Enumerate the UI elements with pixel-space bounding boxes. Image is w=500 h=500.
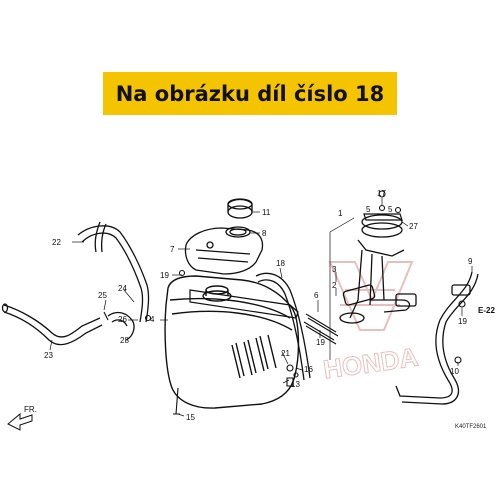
- callout-27: 27: [409, 222, 418, 231]
- front-arrow: FR.: [7, 405, 37, 431]
- callout-1: 1: [338, 209, 343, 218]
- callout-5-right: 5: [388, 205, 393, 214]
- hose-22: [77, 221, 150, 323]
- callout-2: 2: [332, 281, 337, 290]
- packing-6: [303, 313, 339, 345]
- leader-lines: [49, 198, 473, 417]
- callout-24: 24: [118, 284, 127, 293]
- front-arrow-label: FR.: [24, 405, 37, 414]
- callout-7: 7: [170, 245, 175, 254]
- banner-text: Na obrázku díl číslo 18: [115, 81, 385, 106]
- pump-bracket: [363, 213, 403, 221]
- callout-25: 25: [98, 291, 107, 300]
- callout-15: 15: [186, 413, 195, 422]
- callout-28: 28: [120, 336, 129, 345]
- callout-11: 11: [262, 208, 271, 217]
- callout-10: 10: [450, 367, 459, 376]
- fuel-tank: [164, 275, 300, 409]
- callout-21: 21: [281, 349, 290, 358]
- callout-19-left: 19: [160, 271, 169, 280]
- callout-23: 23: [44, 351, 53, 360]
- tube-18: [255, 272, 311, 381]
- honda-watermark-text: HONDA: [321, 342, 420, 385]
- callout-4: 4: [150, 315, 155, 324]
- ref-e22: E-22: [478, 306, 495, 315]
- callout-8: 8: [262, 229, 267, 238]
- callout-5-left: 5: [366, 205, 371, 214]
- callout-18: 18: [276, 259, 285, 268]
- breather-cover: [184, 227, 264, 275]
- callouts: 11 8 7 19 4 18 1 17 5 5 27 9 19 10 6 19 …: [44, 189, 473, 422]
- callout-22: 22: [52, 238, 61, 247]
- callout-3: 3: [332, 265, 337, 274]
- callout-26: 26: [118, 315, 127, 324]
- cap-gasket: [225, 226, 251, 238]
- callout-16: 16: [304, 365, 313, 374]
- fuel-cap: [227, 198, 253, 219]
- fuel-pump-assembly: [339, 214, 417, 324]
- callout-19-right: 19: [458, 317, 467, 326]
- callout-6: 6: [314, 291, 319, 300]
- callout-13: 13: [291, 380, 300, 389]
- hose-23: [1, 303, 103, 346]
- hose-9: [395, 271, 479, 405]
- diagram-code: K40TF2601: [455, 424, 487, 430]
- callout-17: 17: [377, 189, 386, 198]
- callout-9: 9: [468, 257, 473, 266]
- part-number-banner: Na obrázku díl číslo 18: [103, 72, 397, 115]
- callout-19-middle: 19: [316, 338, 325, 347]
- tank-bracket: [189, 289, 299, 319]
